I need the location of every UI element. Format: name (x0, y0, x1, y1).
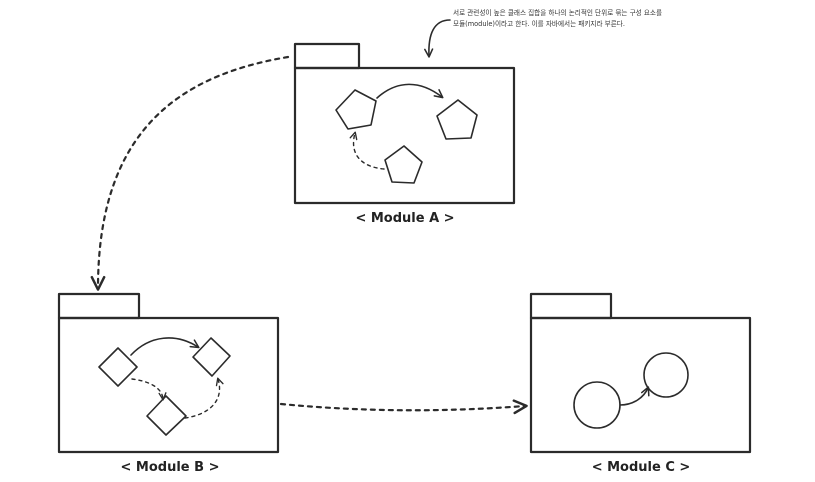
module-a-package (293, 42, 516, 205)
pentagon-shape (335, 89, 377, 130)
module-b-body (57, 316, 280, 454)
pentagon-shape (384, 145, 423, 184)
class-dependency-arrow (349, 131, 385, 170)
module-c-package (529, 292, 752, 454)
square-shape (98, 347, 138, 387)
class-dependency-arrow (131, 378, 167, 401)
module-c-tab (529, 292, 613, 320)
module-dependency-arrow-a-to-b (90, 55, 290, 291)
class-dependency-arrow (619, 386, 650, 406)
module-b-package (57, 292, 280, 454)
class-dependency-arrow (184, 377, 224, 419)
module-dependency-arrow-b-to-c (279, 399, 528, 415)
module-a-label: < Module A > (355, 211, 454, 226)
annotation-line-2: 모듈(module)이라고 한다. 이를 자바에서는 패키지라 부른다. (453, 19, 625, 28)
annotation-line-1: 서로 관련성이 높은 클래스 집합을 하나의 논리적인 단위로 묶는 구성 요소… (453, 8, 662, 17)
module-a-body (293, 66, 516, 205)
class-dependency-arrow (376, 83, 444, 99)
pentagon-shape (436, 99, 478, 140)
square-shape (146, 395, 187, 436)
module-b-label: < Module B > (121, 460, 220, 475)
annotation-arrow (424, 19, 451, 58)
module-a-tab (293, 42, 361, 70)
module-c-body (529, 316, 752, 454)
module-c-label: < Module C > (592, 460, 691, 475)
module-b-tab (57, 292, 141, 320)
class-dependency-arrow (130, 337, 200, 356)
square-shape (192, 337, 231, 377)
circle-shape (643, 352, 689, 398)
circle-shape (573, 381, 621, 429)
